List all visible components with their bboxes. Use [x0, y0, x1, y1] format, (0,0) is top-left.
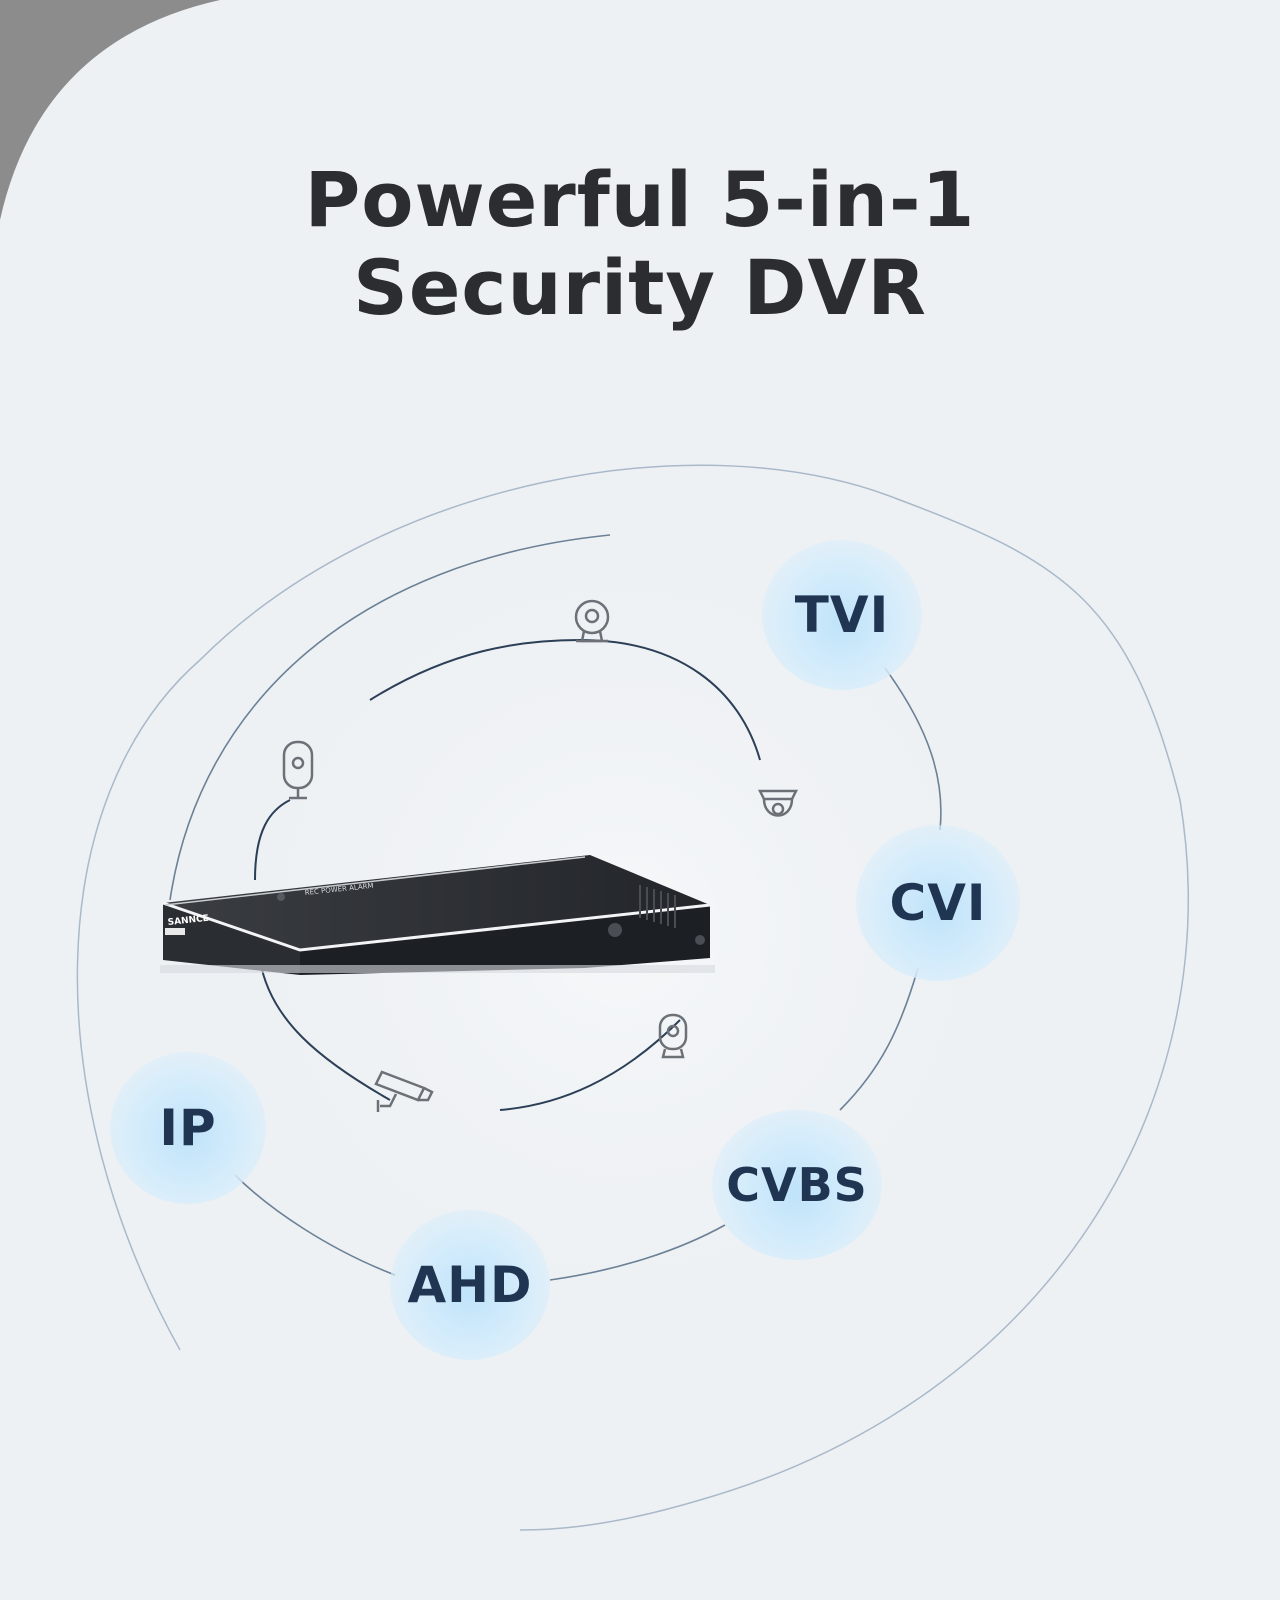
protocol-label-cvi: CVI	[889, 874, 987, 932]
dvr-brand-label: SANNCE	[167, 914, 209, 928]
protocol-label-tvi: TVI	[794, 586, 890, 644]
protocol-bubble-cvbs: CVBS	[712, 1110, 882, 1260]
protocol-label-ip: IP	[159, 1099, 217, 1157]
protocol-bubble-ip: IP	[110, 1052, 266, 1204]
protocol-bubble-cvi: CVI	[856, 825, 1020, 981]
cube-camera-icon	[658, 1013, 688, 1059]
protocol-label-ahd: AHD	[407, 1256, 533, 1314]
indoor-camera-icon	[282, 740, 314, 800]
dvr-device	[160, 855, 715, 975]
protocol-label-cvbs: CVBS	[726, 1158, 868, 1212]
page-title: Powerful 5-in-1 Security DVR	[0, 154, 1280, 332]
title-line-2: Security DVR	[353, 242, 927, 332]
dome-camera-icon	[574, 599, 610, 643]
middle-orbit	[169, 534, 942, 1281]
outer-orbit	[76, 464, 1189, 1531]
protocol-bubble-ahd: AHD	[390, 1210, 550, 1360]
ptz-camera-icon	[757, 789, 799, 817]
title-line-1: Powerful 5-in-1	[304, 154, 976, 244]
bullet-camera-icon	[374, 1070, 434, 1112]
protocol-bubble-tvi: TVI	[762, 540, 922, 690]
